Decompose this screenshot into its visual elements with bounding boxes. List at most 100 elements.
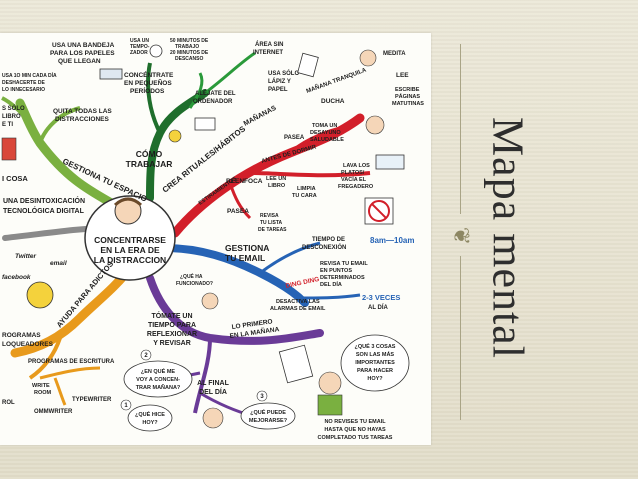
text-escribe-1: ESCRIBE [395, 87, 420, 93]
text-manana-q-3: TRAR MAÑANA? [136, 384, 181, 391]
text-typewriter: TYPEWRITER [72, 397, 112, 403]
text-revisa-lista-3: DE TAREAS [258, 227, 287, 233]
flourish-ornament: ❦ [448, 226, 473, 246]
text-escritura: PROGRAMAS DE ESCRITURA [28, 359, 115, 365]
label-tiempo-2: TIEMPO PARA [148, 322, 196, 329]
center-line-1: CONCENTRARSE [94, 235, 166, 245]
text-writeroom-2: ROOM [34, 390, 52, 396]
hice-bubble [127, 404, 173, 432]
text-temporizador-1: USA UN [130, 38, 149, 44]
text-limpia-1: LIMPIA [297, 186, 316, 192]
text-minutos-2: TRABAJO [175, 44, 199, 50]
no-phone-circle [368, 200, 390, 222]
text-final-1: AL FINAL [197, 380, 229, 387]
reader-figure [1, 137, 17, 161]
branch-adictos-sub [28, 337, 62, 380]
branch-trabajar-sub3 [188, 72, 204, 109]
branch-rituales-sub3 [188, 196, 211, 220]
branch-email [161, 244, 309, 307]
text-escribe-2: PÁGINAS [395, 93, 420, 100]
branch-trabajar [146, 89, 209, 202]
label-trabajar-1: CÓMO [136, 148, 163, 159]
mind-map-image: CONCENTRARSE EN LA ERA DE LA DISTRACCION… [0, 33, 431, 445]
text-solo-libro-3: E TI [2, 122, 13, 128]
text-lee-libro-2: LIBRO [268, 183, 286, 189]
reflect-figure [202, 407, 224, 429]
branch-rituales-sub [288, 126, 341, 155]
tray-icon [99, 68, 123, 80]
text-lava-2: PLATOS/ [341, 170, 365, 176]
branch-adictos-sub2 [39, 366, 101, 380]
text-concentrate-3: PERÍODOS [130, 86, 165, 95]
text-cada-dia-2: DESHACERTE DE [2, 80, 45, 86]
text-email-tag: email [50, 260, 67, 267]
label-tiempo-4: Y REVISAR [153, 340, 191, 347]
num-badge-1 [120, 399, 132, 411]
text-pasea-1: PASEA [284, 135, 305, 141]
text-concentrate-2: EN PEQUEÑOS [124, 78, 172, 87]
text-desconexion-1: TIEMPO DE [312, 237, 345, 243]
text-no-revises-2: HASTA QUE NO HAYAS [324, 427, 386, 433]
text-final-2: DEL DÍA [199, 387, 227, 396]
num-badge-3 [256, 390, 268, 402]
text-horas: 8am—10am [370, 236, 414, 245]
text-revisa-email-4: DEL DÍA [320, 280, 342, 288]
text-solo-libro-1: S SÓLO [2, 104, 25, 112]
text-revisa-email-1: REVISA TU EMAIL [320, 261, 368, 267]
checklist-icon [278, 344, 314, 384]
branch-adictos [10, 263, 135, 358]
sink-icon [375, 154, 405, 170]
text-quita-2: DISTRACCIONES [55, 116, 109, 123]
text-alejate-2: ORDENADOR [193, 99, 233, 105]
text-no-revises-3: COMPLETADO TUS TAREAS [318, 435, 393, 441]
text-alejate-1: ALÉJATE DEL [195, 89, 236, 97]
branch-rituales-sub4 [228, 182, 252, 220]
text-revisa-lista-2: TU LISTA [260, 220, 283, 226]
slide-title: Mapa mental [483, 117, 533, 359]
desk-icon [194, 117, 216, 131]
text-bandeja-3: QUE LLEGAN [58, 58, 101, 65]
planner-body [317, 394, 343, 416]
text-veces-1: 2-3 VECES [362, 293, 400, 302]
planner-figure [318, 371, 342, 395]
label-desintox-1: UNA DESINTOXICACIÓN [3, 196, 85, 205]
num-3: 3 [260, 394, 264, 400]
text-lapiz-1: USA SÓLO [268, 69, 299, 77]
branch-trabajar-sub2 [204, 51, 256, 95]
text-veces-2: AL DÍA [368, 303, 389, 311]
no-phone-slash [371, 203, 387, 219]
text-bandeja-2: PARA LOS PAPELES [50, 50, 115, 57]
text-temporizador-2: TEMPO- [130, 44, 150, 50]
text-lava-4: FREGADERO [338, 184, 374, 190]
manana-bubble [123, 360, 193, 398]
timer-icon [149, 44, 163, 58]
text-cosas-2: SON LAS MÁS [356, 351, 395, 358]
text-ducha: DUCHA [321, 98, 345, 105]
text-manana-q-1: ¿EN QUÉ ME [141, 367, 176, 375]
text-mananas: MAÑANAS [242, 103, 278, 128]
cosas-bubble [340, 334, 410, 392]
text-funcionado-2: FUNCIONADO? [176, 281, 213, 287]
text-area-1: ÁREA SIN [255, 41, 283, 48]
text-writeroom-1: WRITE [32, 383, 50, 389]
text-desactiva-1: DESACTIVA LAS [276, 299, 320, 305]
mejorarse-bubble [240, 402, 296, 430]
text-twitter: Twitter [15, 253, 37, 260]
title-rule-bottom [460, 256, 461, 420]
branch-email-sub2 [299, 293, 361, 300]
label-email-1: GESTIONA [225, 243, 269, 253]
text-facebook: facebook [2, 274, 31, 281]
text-lava-1: LAVA LOS [343, 163, 370, 169]
text-revisa-lista-1: REVISA [260, 213, 279, 219]
notepad-icon [297, 52, 319, 78]
text-limpia-2: TU CARA [292, 193, 317, 199]
text-escribe-3: MATUTINAS [392, 101, 424, 107]
branch-tiempo-sub [193, 337, 212, 414]
branch-email-sub [259, 241, 321, 275]
text-desayuno-1: TOMA UN [312, 123, 337, 129]
text-hice-2: HOY? [142, 420, 158, 426]
smiley-icon [168, 129, 182, 143]
text-solo-libro-2: LIBRO [2, 114, 21, 120]
num-badge-2 [140, 349, 152, 361]
center-line-3: LA DISTRACCION [94, 255, 166, 265]
